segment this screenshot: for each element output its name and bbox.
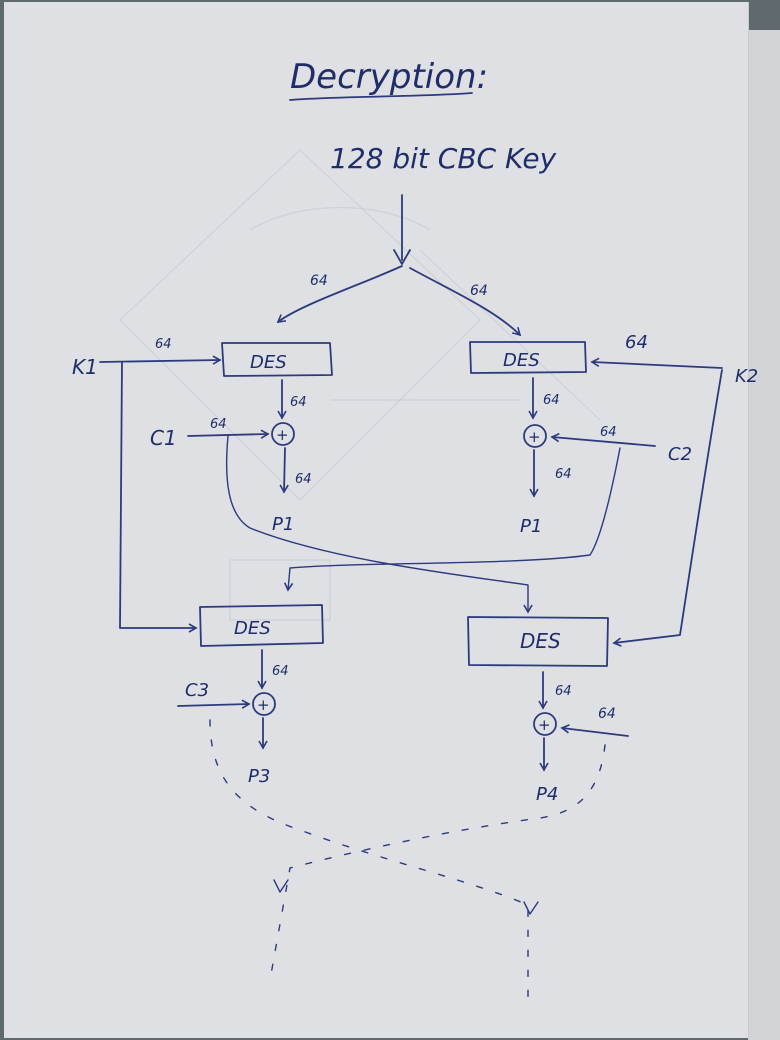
des-block-4-label: DES <box>520 629 561 653</box>
input-c3-label: C3 <box>185 680 209 701</box>
continuation-dashed-right <box>269 744 606 981</box>
des-block-3-label: DES <box>234 618 271 639</box>
des-block-1-label: DES <box>250 352 287 373</box>
des1-output-bits: 64 <box>290 395 307 410</box>
xor-4-symbol: + <box>538 716 551 734</box>
c2-bits: 64 <box>600 425 617 440</box>
xor4-input-bits: 64 <box>598 706 616 722</box>
c2-chain-arrow <box>283 447 621 592</box>
des-block-3: DES <box>199 604 324 647</box>
c1-bits: 64 <box>210 417 227 432</box>
key-arrowhead <box>393 249 411 265</box>
key-label: 128 bit CBC Key <box>330 142 557 175</box>
title-underline <box>289 92 473 101</box>
split-right-bits: 64 <box>470 283 488 299</box>
xor-circle-icon: + <box>523 424 547 448</box>
bleed-through-marks <box>119 149 601 621</box>
key-split-right-arrow <box>409 267 522 337</box>
output-p1-second-label: P1 <box>520 516 542 537</box>
xor1-output-bits: 64 <box>295 472 312 487</box>
c1-to-xor1-arrow <box>187 429 270 439</box>
xor-circle-icon: + <box>533 712 557 736</box>
k2-bits: 64 <box>625 332 648 353</box>
des3-output-bits: 64 <box>272 664 289 679</box>
output-p4-label: P4 <box>536 784 558 805</box>
c1-chain-arrow <box>225 435 533 614</box>
k2-to-des2-arrow <box>590 357 723 369</box>
paper-sheet <box>4 2 749 1038</box>
k1-to-des3-arrow <box>119 361 198 633</box>
k2-to-des4-arrow <box>612 369 723 647</box>
c3-to-xor3-arrow <box>177 699 251 709</box>
k1-to-des1-arrow <box>99 355 222 365</box>
key-split-left-arrow <box>276 265 403 323</box>
xor1-output-arrow <box>279 447 289 494</box>
k1-bits: 64 <box>155 337 172 352</box>
continuation-dashed-left <box>209 719 529 1001</box>
xor-3-symbol: + <box>257 696 270 714</box>
split-left-bits: 64 <box>310 273 328 289</box>
des4-output-bits: 64 <box>555 684 572 699</box>
des-block-2: DES <box>469 341 587 374</box>
xor-circle-icon: + <box>271 422 295 446</box>
continuation-arrowhead-left <box>273 879 289 893</box>
key-k1-label: K1 <box>72 355 98 379</box>
des-block-1: DES <box>221 342 333 377</box>
diagram-title: Decryption: <box>290 57 488 97</box>
xor-circle-icon: + <box>252 692 276 716</box>
input-c2-label: C2 <box>668 444 692 465</box>
xor2-output-bits: 64 <box>555 467 572 482</box>
xor-2-symbol: + <box>528 428 541 446</box>
continuation-arrowhead-right <box>523 901 539 915</box>
des-block-4: DES <box>467 616 609 667</box>
input-c1-label: C1 <box>150 426 177 450</box>
output-p3-label: P3 <box>248 766 270 787</box>
des-block-2-label: DES <box>503 350 540 371</box>
notebook-edge <box>748 30 780 1040</box>
c2-to-xor2-arrow <box>550 432 656 447</box>
input-to-xor4-arrow <box>560 724 629 737</box>
key-k2-label: K2 <box>735 366 758 387</box>
output-p1-label: P1 <box>272 514 294 535</box>
des2-output-bits: 64 <box>543 393 560 408</box>
xor-1-symbol: + <box>276 426 289 444</box>
